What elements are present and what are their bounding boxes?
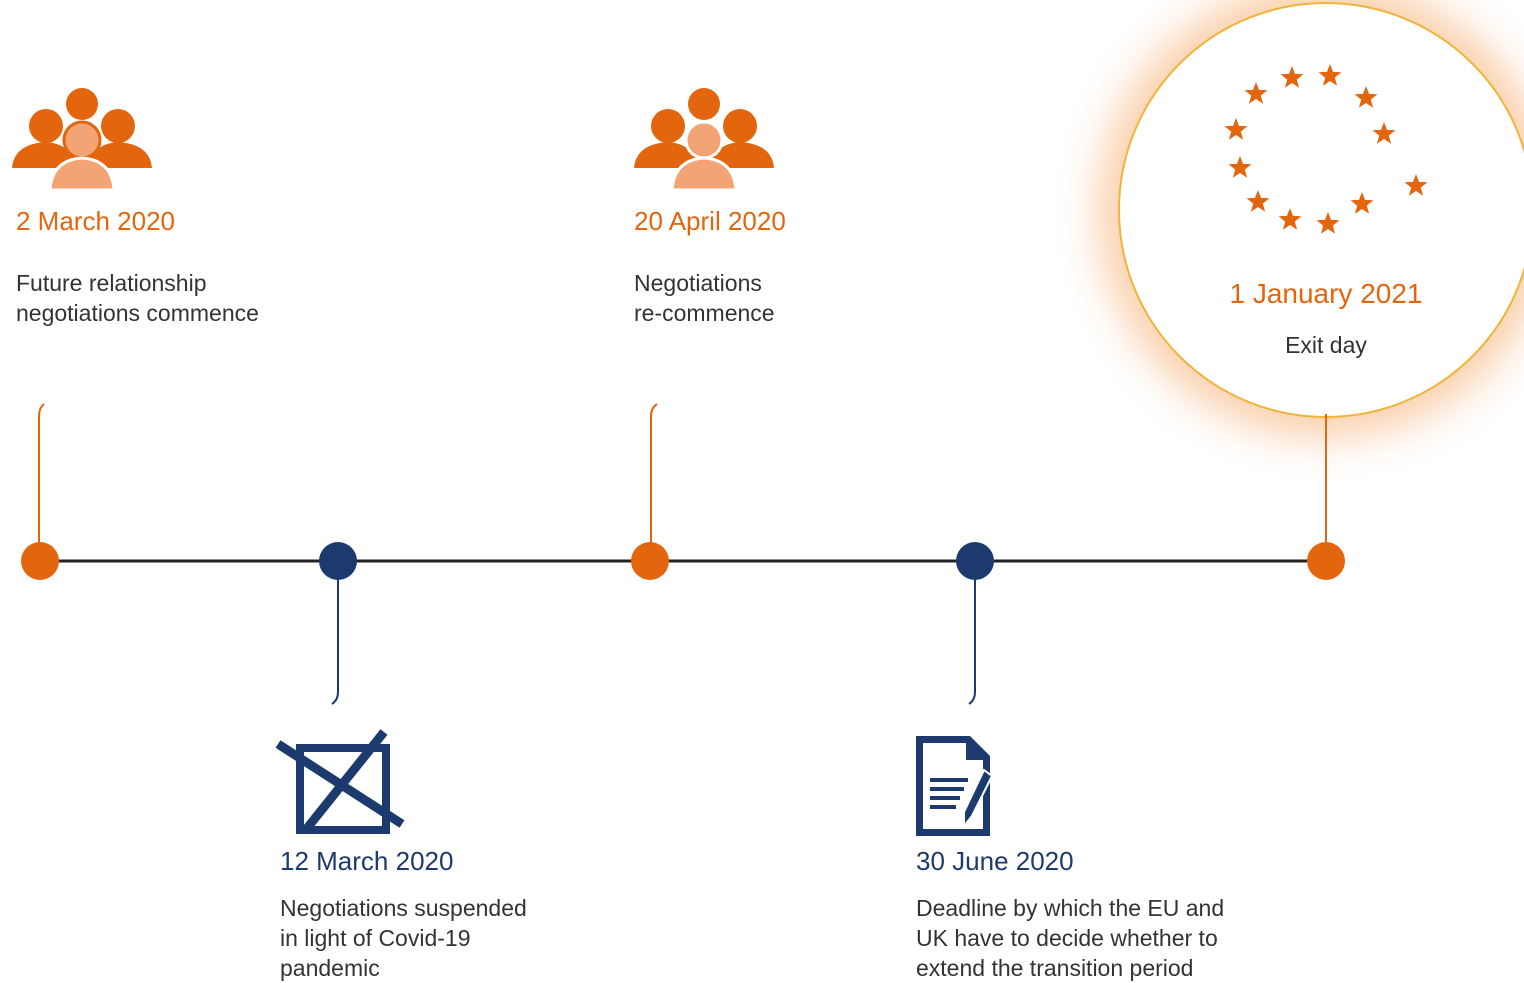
star-icon: [1246, 190, 1270, 212]
description-mar2: Future relationship negotiations commenc…: [16, 268, 259, 328]
description-line: Deadline by which the EU and: [916, 895, 1225, 921]
description-line: pandemic: [280, 955, 380, 981]
star-icon: [1316, 212, 1340, 234]
description-mar12: Negotiations suspended in light of Covid…: [280, 893, 527, 983]
description-line: UK have to decide whether to: [916, 925, 1218, 951]
star-icon: [1278, 208, 1302, 230]
date-jun30: 30 June 2020: [916, 846, 1074, 876]
description-line: Negotiations suspended: [280, 895, 527, 921]
description-line: extend the transition period: [916, 955, 1194, 981]
date-apr20: 20 April 2020: [634, 206, 786, 236]
date-mar2: 2 March 2020: [16, 206, 175, 236]
marker-mar2: [21, 542, 59, 580]
description-line: Exit day: [1285, 332, 1367, 358]
date-mar12: 12 March 2020: [280, 846, 454, 876]
star-icon: [1404, 174, 1428, 196]
star-icon: [1354, 86, 1378, 108]
description-line: in light of Covid-19: [280, 925, 471, 951]
connector-mar2: [38, 403, 45, 560]
description-line: Future relationship: [16, 270, 207, 296]
star-icon: [1318, 64, 1342, 86]
exit-day-highlight: [1118, 2, 1524, 418]
date-jan1: 1 January 2021: [1229, 278, 1423, 309]
marker-apr20: [631, 542, 669, 580]
description-jun30: Deadline by which the EU and UK have to …: [916, 893, 1224, 983]
connector-mar12: [331, 561, 339, 705]
description-jan1: Exit day: [1118, 330, 1524, 360]
eu-stars-icon: [1224, 64, 1428, 234]
document-pen-icon: [916, 736, 994, 836]
star-icon: [1228, 156, 1252, 178]
marker-jun30: [956, 542, 994, 580]
connector-jun30: [968, 561, 976, 705]
star-icon: [1244, 82, 1268, 104]
connector-apr20: [650, 403, 658, 560]
description-line: negotiations commence: [16, 300, 259, 326]
star-icon: [1350, 192, 1374, 214]
star-icon: [1372, 122, 1396, 144]
star-icon: [1224, 118, 1248, 140]
description-line: Negotiations: [634, 270, 762, 296]
star-icon: [1280, 66, 1304, 88]
description-line: re-commence: [634, 300, 775, 326]
marker-mar12: [319, 542, 357, 580]
description-apr20: Negotiations re-commence: [634, 268, 775, 328]
people-group-icon: [12, 88, 152, 190]
marker-jan1: [1307, 542, 1345, 580]
crossed-out-box-icon: [275, 729, 405, 834]
people-group-icon: [634, 88, 774, 190]
